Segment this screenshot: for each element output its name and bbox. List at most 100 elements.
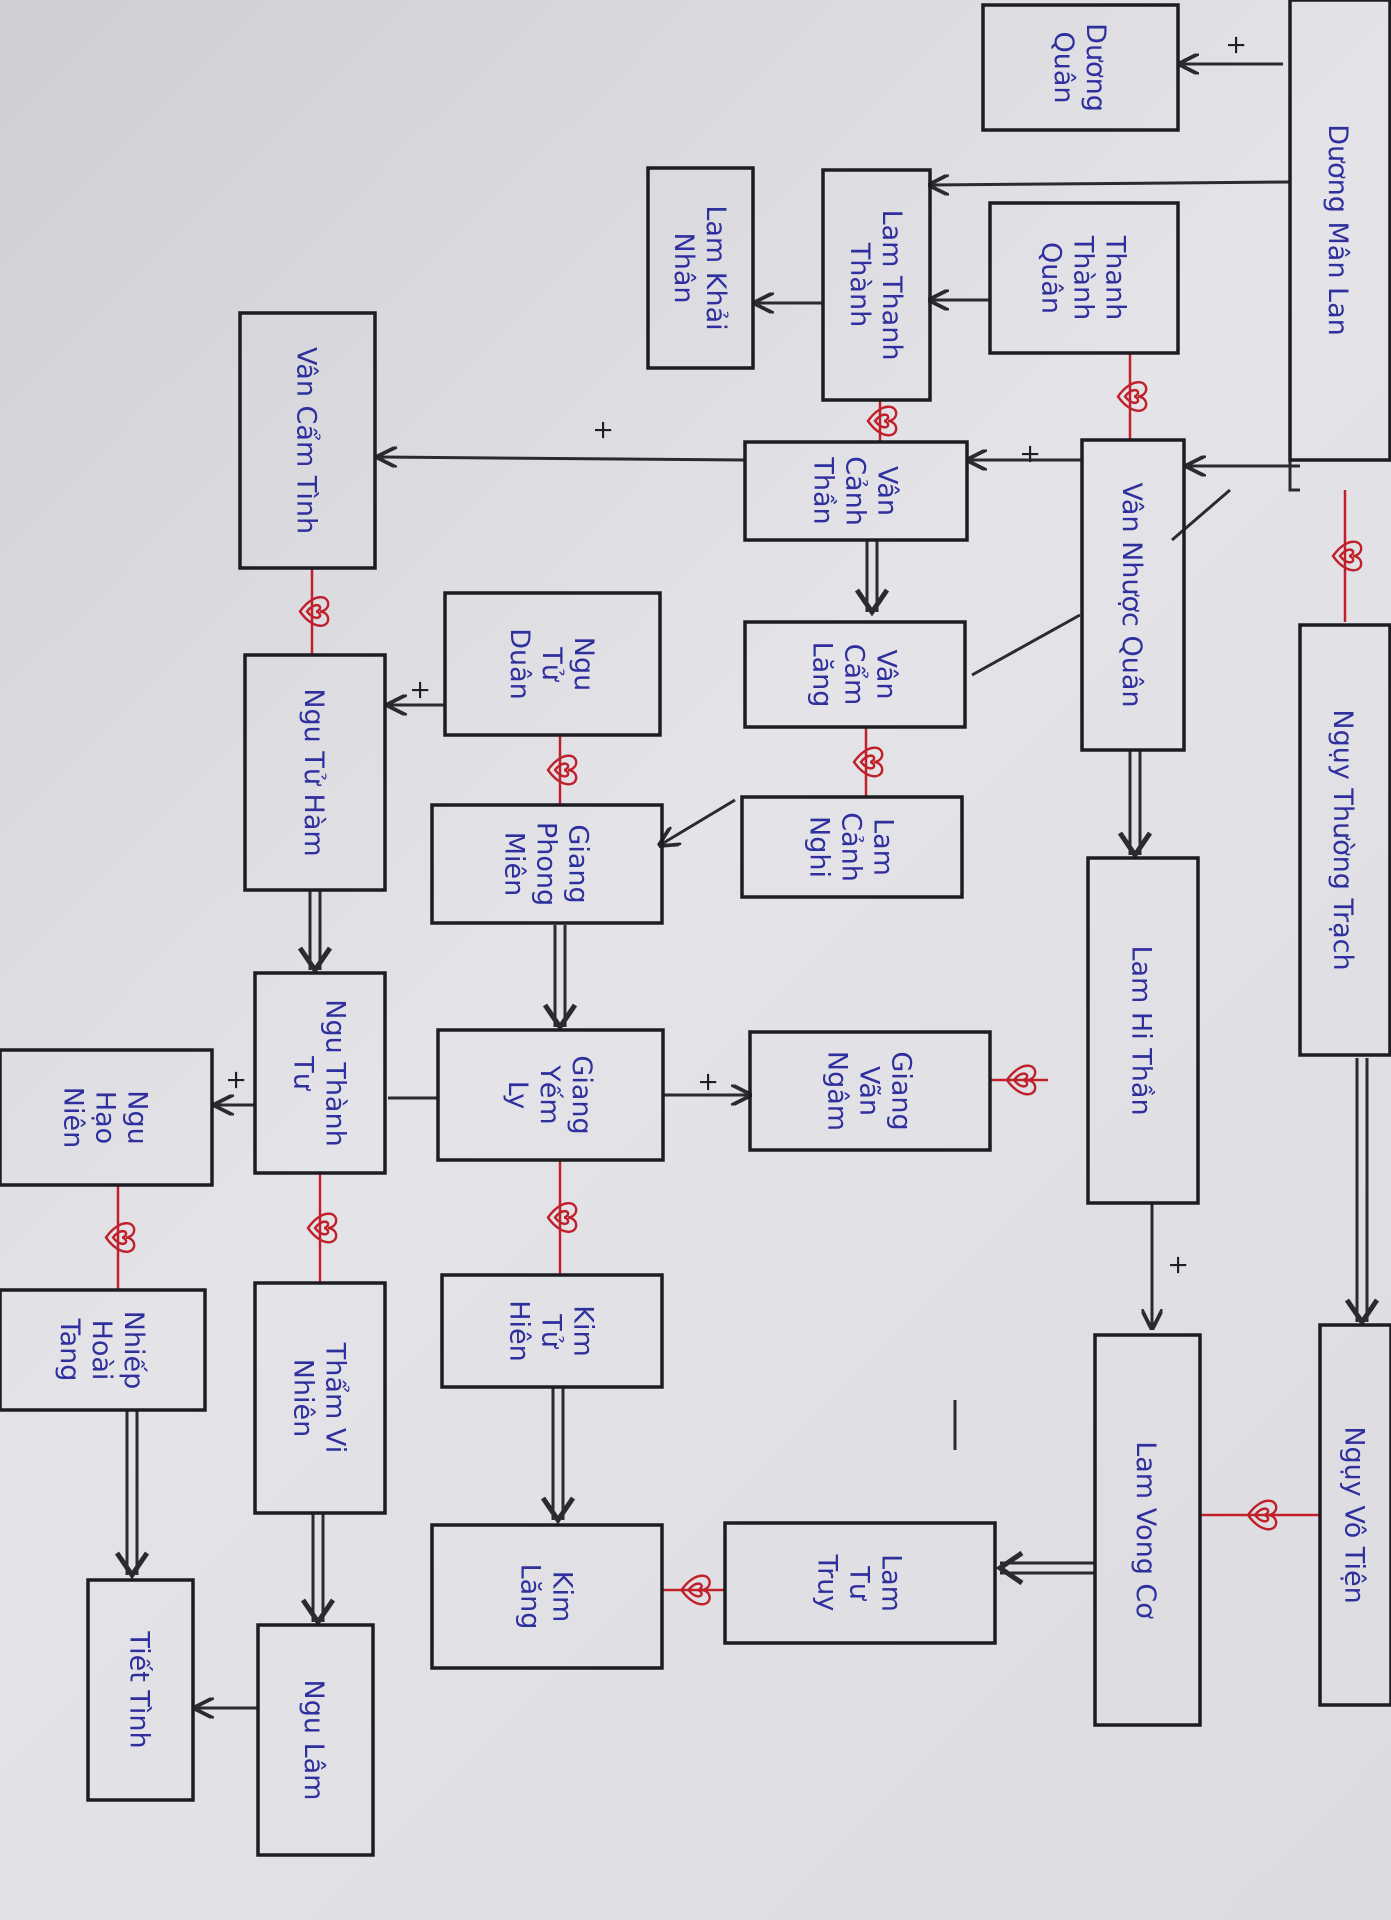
person-name-line: Thanh bbox=[1099, 235, 1130, 320]
descent-arrowhead bbox=[297, 946, 333, 975]
person-name-line: Nhiên bbox=[288, 1359, 319, 1438]
plus-sign: + bbox=[1221, 34, 1251, 56]
person-name: NguHạoNiên bbox=[58, 1087, 153, 1148]
descent-arrowhead bbox=[854, 588, 890, 617]
person-name-line: Hạo bbox=[90, 1091, 121, 1144]
person-name-line: Nghi bbox=[804, 816, 835, 878]
person-box bbox=[821, 168, 932, 402]
person-box bbox=[86, 1578, 195, 1802]
person-name-line: Dương bbox=[1080, 23, 1111, 112]
person-node-giang-van-ngam: GiangVãnNgâm bbox=[748, 1030, 992, 1152]
person-node-nguy-vo-tien: Ngụy Vô Tiện bbox=[1318, 1323, 1391, 1707]
person-name-line: Nhân bbox=[668, 233, 699, 304]
person-name: Lam Vong Cơ bbox=[1130, 1441, 1161, 1619]
person-box bbox=[0, 1288, 207, 1412]
person-node-duong-man-lan: Dương Mân Lan bbox=[1288, 0, 1391, 462]
person-name: Ngụy Thường Trạch bbox=[1327, 709, 1358, 970]
person-name-line: Tư bbox=[844, 1565, 875, 1601]
marriage-heart-icon bbox=[866, 405, 898, 437]
person-name-line: Kim bbox=[567, 1305, 598, 1357]
person-name-line: Truy bbox=[812, 1554, 843, 1612]
person-name: Ngu Tử Hàm bbox=[298, 688, 329, 856]
person-name-line: Lam Khải bbox=[700, 205, 731, 330]
person-name: Ngu ThànhTư bbox=[288, 999, 351, 1146]
descent-arrowhead bbox=[1117, 831, 1153, 860]
person-name: GiangPhongMiên bbox=[499, 822, 594, 906]
person-name-line: Yếm bbox=[534, 1064, 565, 1124]
marriage-heart-icon bbox=[1116, 381, 1148, 412]
person-name: NguTửDuân bbox=[504, 628, 599, 700]
person-name: VânCảnhThần bbox=[808, 456, 903, 526]
person-name-line: Vân bbox=[871, 466, 902, 516]
person-name-line: Ngâm bbox=[822, 1051, 853, 1131]
plus-sign: + bbox=[693, 1071, 723, 1093]
plus-label: + bbox=[405, 679, 435, 701]
person-box bbox=[1080, 438, 1186, 752]
marriage-heart-icon bbox=[1005, 1064, 1037, 1096]
person-node-van-cam-lang: VânCẩmLăng bbox=[743, 620, 967, 729]
plus-label: + bbox=[221, 1069, 251, 1091]
person-node-ngu-tu-ham: Ngu Tử Hàm bbox=[243, 653, 387, 892]
person-box bbox=[1093, 1333, 1202, 1727]
person-name-line: Hoài bbox=[86, 1320, 117, 1381]
marriage-heart-icon bbox=[104, 1222, 136, 1253]
marriage-heart-icon bbox=[1331, 540, 1363, 572]
person-node-giang-yem-ly: GiangYếmLy bbox=[436, 1028, 665, 1162]
person-node-nguy-thuong-trach: Ngụy Thường Trạch bbox=[1298, 623, 1391, 1057]
person-node-giang-phong-mien: GiangPhongMiên bbox=[430, 803, 664, 925]
person-node-van-cam-tinh: Vân Cẩm Tình bbox=[238, 311, 377, 570]
person-node-ngu-thanh-tu: Ngu ThànhTư bbox=[253, 971, 387, 1175]
person-name-line: Cẩm bbox=[839, 644, 870, 706]
descent-arrowhead bbox=[1344, 1298, 1380, 1327]
plus-label: + bbox=[693, 1071, 723, 1093]
person-node-van-canh-than: VânCảnhThần bbox=[743, 440, 969, 542]
person-name-line: Niên bbox=[58, 1087, 89, 1148]
plus-label: + bbox=[1015, 443, 1045, 465]
person-name-line: Ngu Lâm bbox=[298, 1680, 329, 1801]
person-name: Vân Nhược Quân bbox=[1116, 482, 1147, 707]
descent-arrowhead bbox=[540, 1496, 576, 1525]
person-box bbox=[430, 803, 664, 925]
person-name: Tiết Tình bbox=[123, 1630, 154, 1748]
person-node-duong-quan: DươngQuân bbox=[981, 3, 1180, 132]
person-name-line: Lăng bbox=[515, 1564, 546, 1630]
person-name-line: Nhiếp bbox=[118, 1311, 149, 1390]
person-name-line: Duân bbox=[504, 628, 535, 700]
person-name-line: Thần bbox=[808, 456, 839, 524]
plus-sign: + bbox=[221, 1069, 251, 1091]
person-box bbox=[1086, 856, 1200, 1205]
person-node-tiet-tinh: Tiết Tình bbox=[86, 1578, 195, 1802]
person-name-line: Lăng bbox=[807, 642, 838, 708]
person-name-line: Dương Mân Lan bbox=[1322, 124, 1353, 336]
person-name-line: Vân Nhược Quân bbox=[1116, 482, 1147, 707]
person-name-line: Ngụy Vô Tiện bbox=[1338, 1426, 1369, 1603]
person-box bbox=[646, 166, 755, 370]
person-box bbox=[436, 1028, 665, 1162]
person-name-line: Giang bbox=[562, 824, 593, 903]
person-name-line: Vãn bbox=[854, 1066, 885, 1116]
plus-sign: + bbox=[588, 419, 618, 441]
person-node-van-nhuoc-quan: Vân Nhược Quân bbox=[1080, 438, 1186, 752]
person-node-thanh-thanh-quan: ThanhThànhQuân bbox=[988, 201, 1180, 355]
person-name-line: Quân bbox=[1048, 31, 1079, 103]
person-name: LamCảnhNghi bbox=[804, 812, 899, 882]
person-box bbox=[740, 795, 964, 899]
person-name: VânCẩmLăng bbox=[807, 642, 902, 708]
lineage-line bbox=[378, 457, 746, 460]
person-box bbox=[981, 3, 1180, 132]
person-box bbox=[1288, 0, 1391, 462]
person-box bbox=[440, 1273, 664, 1389]
person-name-line: Tư bbox=[288, 1055, 319, 1091]
lineage-line bbox=[930, 182, 1291, 185]
marriage-heart-icon bbox=[852, 746, 884, 778]
person-name: KimLăng bbox=[515, 1564, 578, 1630]
person-name-line: Lam Hi Thần bbox=[1126, 945, 1157, 1115]
person-node-lam-hi-than: Lam Hi Thần bbox=[1086, 856, 1200, 1205]
person-name: NhiếpHoàiTang bbox=[54, 1311, 149, 1390]
person-node-ngu-hao-nien: NguHạoNiên bbox=[0, 1048, 214, 1187]
person-name-line: Cảnh bbox=[840, 456, 871, 526]
person-node-tham-vi-nhien: Thẩm ViNhiên bbox=[253, 1281, 387, 1515]
person-name-line: Ngu bbox=[568, 637, 599, 691]
